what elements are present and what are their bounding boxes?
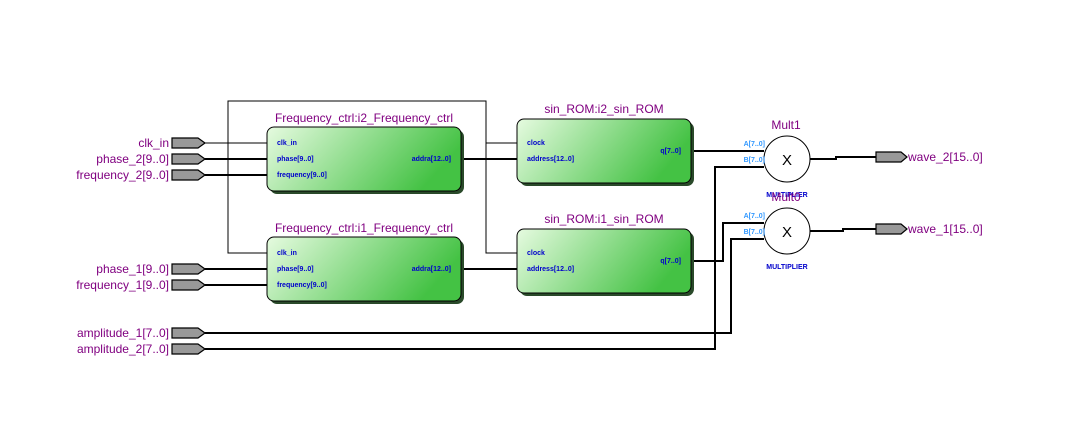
- port-address: address[12..0]: [527, 266, 574, 273]
- port-clock: clock: [527, 140, 545, 147]
- input-pin-label: amplitude_1[7..0]: [77, 326, 169, 340]
- port-frequency: frequency[9..0]: [277, 172, 327, 179]
- output-pin-wave-1[interactable]: wave_1[15..0]: [875, 222, 983, 236]
- input-pin-icon: [171, 327, 207, 339]
- block-title: sin_ROM:i1_sin_ROM: [544, 212, 663, 226]
- input-pin-label: amplitude_2[7..0]: [77, 342, 169, 356]
- wire-mult1-out[interactable]: [810, 156, 876, 160]
- block-sin-rom-i2[interactable]: sin_ROM:i2_sin_ROM clock address[12..0] …: [516, 102, 694, 186]
- block-body: [516, 118, 692, 184]
- port-b: B[7..0]: [744, 229, 765, 236]
- wire-amplitude-1[interactable]: [205, 238, 764, 334]
- block-title: Frequency_ctrl:i2_Frequency_ctrl: [275, 111, 453, 125]
- port-clk-in: clk_in: [277, 250, 297, 257]
- input-pin-label: frequency_2[9..0]: [76, 168, 169, 182]
- input-pin-frequency-2[interactable]: frequency_2[9..0]: [76, 168, 207, 182]
- block-mult1[interactable]: Mult1 X A[7..0] B[7..0] MULTIPLIER: [744, 118, 811, 199]
- wire-clk-to-i1[interactable]: [227, 143, 268, 254]
- input-pin-icon: [171, 169, 207, 181]
- output-pin-icon: [875, 151, 908, 163]
- input-pin-clk-in[interactable]: clk_in: [138, 136, 207, 150]
- input-pin-icon: [171, 343, 207, 355]
- input-pin-label: clk_in: [138, 136, 169, 150]
- input-pin-frequency-1[interactable]: frequency_1[9..0]: [76, 278, 207, 292]
- output-pin-label: wave_1[15..0]: [907, 222, 983, 236]
- port-clk-in: clk_in: [277, 140, 297, 147]
- input-pin-label: frequency_1[9..0]: [76, 278, 169, 292]
- wires: [205, 100, 876, 350]
- block-title: Mult1: [771, 118, 801, 132]
- block-frequency-ctrl-i1[interactable]: Frequency_ctrl:i1_Frequency_ctrl clk_in …: [266, 221, 464, 304]
- port-q: q[7..0]: [660, 148, 681, 155]
- port-addra: addra[12..0]: [412, 156, 451, 163]
- block-body: [266, 126, 462, 192]
- input-pin-label: phase_1[9..0]: [96, 262, 169, 276]
- input-pin-amplitude-1[interactable]: amplitude_1[7..0]: [77, 326, 207, 340]
- wire-q-i1-to-mult0[interactable]: [692, 222, 764, 262]
- block-title: sin_ROM:i2_sin_ROM: [544, 102, 663, 116]
- input-pin-icon: [171, 153, 207, 165]
- multiplier-circle: [763, 207, 811, 255]
- block-type: MULTIPLIER: [766, 264, 807, 271]
- block-sin-rom-i1[interactable]: sin_ROM:i1_sin_ROM clock address[12..0] …: [516, 212, 694, 296]
- block-body: [516, 228, 692, 294]
- wire-clk-to-rom-i1[interactable]: [485, 143, 518, 254]
- input-pin-icon: [171, 263, 207, 275]
- block-mult0[interactable]: Mult0 X A[7..0] B[7..0] MULTIPLIER: [744, 190, 811, 271]
- port-clock: clock: [527, 250, 545, 257]
- multiply-icon: X: [782, 224, 792, 241]
- wire-mult0-out[interactable]: [810, 228, 876, 232]
- port-address: address[12..0]: [527, 156, 574, 163]
- port-b: B[7..0]: [744, 157, 765, 164]
- port-frequency: frequency[9..0]: [277, 282, 327, 289]
- port-a: A[7..0]: [744, 213, 765, 220]
- port-addra: addra[12..0]: [412, 266, 451, 273]
- block-title: Frequency_ctrl:i1_Frequency_ctrl: [275, 221, 453, 235]
- block-body: [266, 236, 462, 302]
- port-phase: phase[9..0]: [277, 266, 314, 273]
- input-pin-icon: [171, 137, 207, 149]
- port-a: A[7..0]: [744, 141, 765, 148]
- wire-clk-distribution[interactable]: [227, 100, 518, 144]
- input-pin-phase-1[interactable]: phase_1[9..0]: [96, 262, 207, 276]
- block-frequency-ctrl-i2[interactable]: Frequency_ctrl:i2_Frequency_ctrl clk_in …: [266, 111, 464, 194]
- input-pin-amplitude-2[interactable]: amplitude_2[7..0]: [77, 342, 207, 356]
- multiply-icon: X: [782, 152, 792, 169]
- input-pin-icon: [171, 279, 207, 291]
- wire-amplitude-2[interactable]: [205, 166, 764, 350]
- multiplier-circle: [763, 135, 811, 183]
- block-title: Mult0: [771, 190, 801, 204]
- port-q: q[7..0]: [660, 258, 681, 265]
- output-pin-icon: [875, 223, 908, 235]
- input-pin-phase-2[interactable]: phase_2[9..0]: [96, 152, 207, 166]
- output-pin-wave-2[interactable]: wave_2[15..0]: [875, 150, 983, 164]
- port-phase: phase[9..0]: [277, 156, 314, 163]
- block-type: MULTIPLIER: [766, 192, 807, 199]
- input-pin-label: phase_2[9..0]: [96, 152, 169, 166]
- output-pin-label: wave_2[15..0]: [907, 150, 983, 164]
